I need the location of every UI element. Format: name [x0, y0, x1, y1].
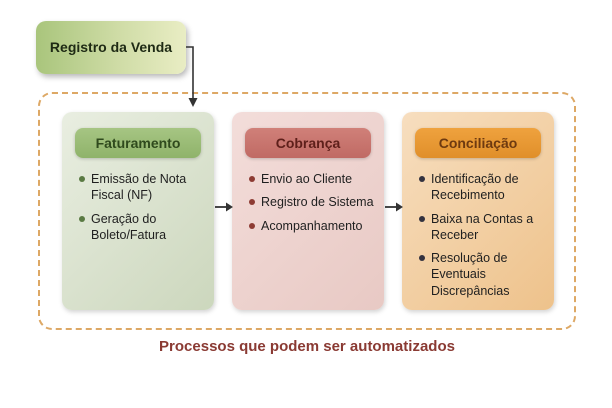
card-conciliacao: Conciliação Identificação de Recebimento…: [402, 112, 554, 310]
card-title-faturamento: Faturamento: [75, 128, 201, 158]
card-cobranca: Cobrança Envio ao Cliente Registro de Si…: [232, 112, 384, 310]
card-title-cobranca: Cobrança: [245, 128, 371, 158]
card-title-conciliacao: Conciliação: [415, 128, 541, 158]
card-item-list: Envio ao Cliente Registro de Sistema Aco…: [232, 171, 384, 234]
bullet-item: Emissão de Nota Fiscal (NF): [78, 171, 204, 204]
bullet-item: Baixa na Contas a Receber: [418, 211, 544, 244]
diagram-caption: Processos que podem ser automatizados: [159, 338, 455, 355]
bullet-item: Identificação de Recebimento: [418, 171, 544, 204]
bullet-item: Geração do Boleto/Fatura: [78, 211, 204, 244]
card-item-list: Emissão de Nota Fiscal (NF) Geração do B…: [62, 171, 214, 243]
card-faturamento: Faturamento Emissão de Nota Fiscal (NF) …: [62, 112, 214, 310]
bullet-item: Registro de Sistema: [248, 194, 374, 210]
start-node-registro-da-venda: Registro da Venda: [36, 21, 186, 74]
bullet-item: Acompanhamento: [248, 218, 374, 234]
bullet-item: Envio ao Cliente: [248, 171, 374, 187]
bullet-item: Resolução de Eventuais Discrepâncias: [418, 250, 544, 299]
card-item-list: Identificação de Recebimento Baixa na Co…: [402, 171, 554, 299]
